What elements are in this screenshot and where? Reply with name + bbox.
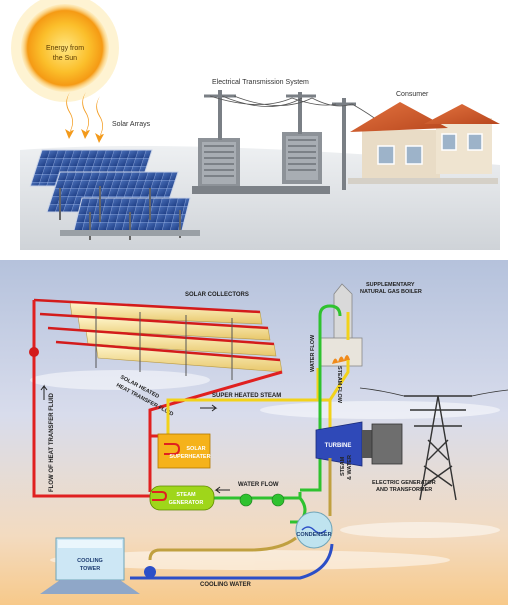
sun-label-line1: Energy from xyxy=(46,45,84,52)
solar-thermal-diagram: SOLAR COLLECTORS FLOW OF HEAT TRANSFER F… xyxy=(0,260,508,605)
superheater-label-line1: SOLAR xyxy=(186,446,205,452)
cooling-water-pipe xyxy=(130,536,334,580)
boiler-label-line1: SUPPLEMENTARY xyxy=(366,282,415,288)
transmission-label: Electrical Transmission System xyxy=(212,79,309,86)
generator-label-line1: ELECTRIC GENERATOR xyxy=(372,480,436,486)
sun-label-line2: the Sun xyxy=(53,55,77,62)
heat-transfer-pipe xyxy=(32,300,283,498)
steam-flow-vertical-label: STEAM FLOW xyxy=(336,366,342,404)
pump-icon xyxy=(29,347,39,357)
arrow-left-icon xyxy=(214,486,230,494)
transmission-system xyxy=(192,90,396,194)
condenser-label: CONDENSER xyxy=(296,532,331,538)
gas-boiler xyxy=(319,283,363,367)
cooling-tower-label-line2: TOWER xyxy=(80,566,100,572)
steam-water-label-line2: & WATER xyxy=(347,455,353,480)
superheater-label-line2: SUPERHEATER xyxy=(169,454,210,460)
flow-htf-label: FLOW OF HEAT TRANSFER FLUID xyxy=(49,392,55,492)
cooling-tower xyxy=(40,537,140,594)
cooling-pump-icon xyxy=(144,566,156,578)
steam-gen-label-line1: STEAM xyxy=(176,492,196,498)
solar-superheater xyxy=(157,433,211,469)
sun-icon xyxy=(11,0,119,102)
water-flow-vertical-label: WATER FLOW xyxy=(310,334,316,372)
turbine xyxy=(315,421,403,467)
solar-arrays-label: Solar Arrays xyxy=(112,121,151,128)
sunlight-arrows-icon xyxy=(65,92,104,143)
steam-water-label-line1: STEAM xyxy=(340,456,346,476)
arrow-right-icon xyxy=(200,404,218,412)
cooling-tower-label-line1: COOLING xyxy=(77,558,103,564)
arrow-up-icon xyxy=(40,384,48,400)
water-pumps-icon xyxy=(239,493,285,507)
consumer-house-icon xyxy=(348,102,500,184)
turbine-label: TURBINE xyxy=(325,443,352,449)
solar-collectors-label: SOLAR COLLECTORS xyxy=(185,292,249,298)
water-flow-horizontal-label: WATER FLOW xyxy=(238,482,279,488)
solar-collectors xyxy=(33,298,283,380)
super-heated-label: SUPER HEATED STEAM xyxy=(212,393,281,399)
consumer-label: Consumer xyxy=(396,91,429,98)
steam-generator xyxy=(149,485,215,511)
solar-pv-illustration: Energy from the Sun Solar Arrays xyxy=(11,0,500,250)
cooling-water-label: COOLING WATER xyxy=(200,582,252,588)
generator-label-line2: AND TRANSFORMER xyxy=(376,487,432,493)
transmission-tower-icon xyxy=(359,387,508,501)
condenser xyxy=(295,511,333,549)
steam-pipe xyxy=(166,312,350,436)
solar-arrays xyxy=(29,149,200,240)
boiler-label-line2: NATURAL GAS BOILER xyxy=(360,289,422,295)
steam-gen-label-line2: GENERATOR xyxy=(169,500,204,506)
